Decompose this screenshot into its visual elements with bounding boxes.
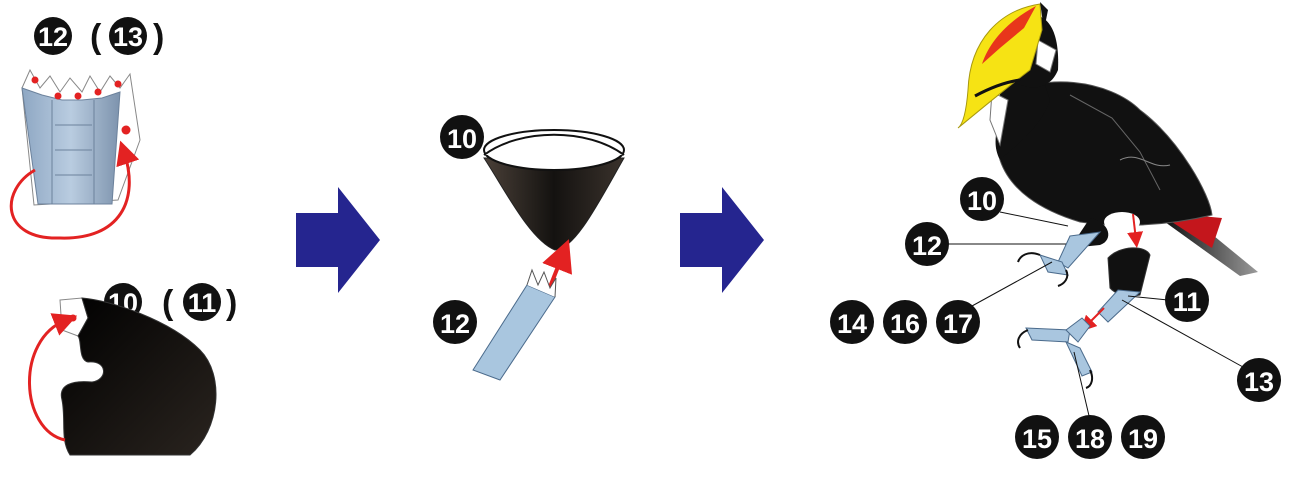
- label-19-right: 19: [1121, 415, 1165, 459]
- label-12-middle-text: 12: [440, 309, 470, 339]
- panel-c: 10 12 14 16 17 11 13 15: [830, 2, 1281, 459]
- panel-a: 12 ( 13 ) 10 (: [11, 17, 237, 455]
- label-16-right: 16: [883, 300, 927, 344]
- label-15-right: 15: [1015, 415, 1059, 459]
- right-arrow-icon: [296, 187, 380, 293]
- label-11-bottom-text: 11: [188, 288, 217, 318]
- bird-leg-attached: [1058, 232, 1100, 268]
- label-14-right-text: 14: [837, 309, 867, 339]
- label-13-top-text: 13: [113, 22, 143, 52]
- paren-open-bottom: (: [162, 284, 174, 322]
- label-13-right-text: 13: [1244, 367, 1274, 397]
- label-11-bottom: 11: [183, 283, 221, 321]
- label-10-right-text: 10: [967, 186, 997, 216]
- label-13-right: 13: [1237, 358, 1281, 402]
- label-18-right: 18: [1068, 415, 1112, 459]
- detached-cone-part: [1108, 248, 1150, 296]
- detached-foot-part: [1018, 318, 1092, 388]
- label-10-middle-text: 10: [447, 124, 477, 154]
- label-14-right: 14: [830, 300, 874, 344]
- leg-sleeve-part: [11, 70, 140, 238]
- paren-close-bottom: ): [226, 284, 237, 322]
- label-10-right: 10: [960, 177, 1004, 221]
- label-15-right-text: 15: [1022, 424, 1052, 454]
- label-11-right: 11: [1165, 278, 1209, 322]
- label-12-top-text: 12: [38, 22, 68, 52]
- leg-strip-part: [473, 270, 556, 380]
- label-17-right: 17: [936, 300, 980, 344]
- panel-b: 10 12: [433, 115, 624, 380]
- label-19-right-text: 19: [1128, 424, 1158, 454]
- right-arrow-icon: [680, 187, 764, 293]
- label-18-right-text: 18: [1075, 424, 1105, 454]
- label-16-right-text: 16: [890, 309, 920, 339]
- label-12-middle: 12: [433, 300, 477, 344]
- label-13-top: 13: [109, 17, 147, 55]
- paren-close-top: ): [153, 18, 164, 56]
- label-12-right: 12: [905, 222, 949, 266]
- cone-part: [484, 130, 624, 250]
- label-12-right-text: 12: [912, 231, 942, 261]
- label-10-middle: 10: [440, 115, 484, 159]
- label-12-top: 12: [34, 17, 72, 55]
- paren-open-top: (: [90, 18, 102, 56]
- label-17-right-text: 17: [943, 309, 973, 339]
- label-11-right-text: 11: [1173, 287, 1202, 317]
- thigh-part: [29, 298, 216, 455]
